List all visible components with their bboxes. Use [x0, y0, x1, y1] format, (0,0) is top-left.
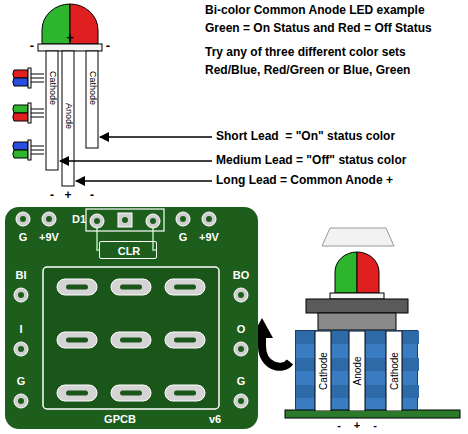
polarity-sign: + — [64, 189, 71, 202]
resistor-footprint: CLR — [99, 241, 157, 259]
polarity-sign: - — [50, 189, 54, 202]
note-text: Red/Blue, Red/Green or Blue, Green — [205, 64, 410, 77]
pcb-label: D1 — [72, 213, 86, 225]
callout-arrows — [60, 137, 212, 181]
lead-name: Anode — [352, 357, 363, 386]
pcb-label: I — [19, 323, 22, 335]
polarity-sign: - — [373, 419, 377, 431]
lead-name: Cathode — [389, 352, 400, 390]
pcb-label: +9V — [199, 231, 219, 243]
pcb-label: v6 — [209, 413, 221, 425]
pcb-label: O — [237, 323, 246, 335]
note-text: Bi-color Common Anode LED example — [205, 4, 425, 17]
footswitch-body: Cathode Anode Cathode — [295, 330, 418, 410]
polarity-sign: - — [30, 39, 34, 53]
polarity-sign: + — [354, 419, 360, 431]
polarity-sign: - — [90, 189, 94, 202]
pcb-label: GPCB — [104, 413, 136, 425]
pcb-label: G — [19, 231, 28, 243]
pcb-label: CLR — [118, 245, 141, 257]
pcb-label: G — [179, 231, 188, 243]
lead-name: Cathode — [87, 71, 97, 105]
pcb-label: +9V — [39, 231, 59, 243]
polarity-sign: - — [337, 419, 341, 431]
pcb-label: G — [17, 375, 26, 387]
callout-text: Short Lead = "On" status color — [216, 130, 395, 143]
polarity-sign: - — [106, 39, 110, 53]
lead-name: Cathode — [47, 71, 57, 105]
lead-name: Cathode — [318, 352, 329, 390]
note-text: Green = On Status and Red = Off Status — [205, 22, 432, 35]
callout-text: Medium Lead = "Off" status color — [216, 154, 406, 167]
pcb-label: G — [237, 375, 246, 387]
note-text: Try any of three different color sets — [205, 46, 406, 59]
lead-name: Anode — [63, 103, 73, 129]
bicolor-led — [38, 4, 102, 186]
pcb-board: G +9V D1G +9V BI BO I O G G GPCB v6 CLR — [5, 207, 258, 429]
small-leds — [13, 68, 44, 160]
pcb-label: BO — [233, 269, 250, 281]
pcb-label: BI — [16, 269, 27, 281]
footswitch — [285, 228, 460, 418]
polarity-sign: + — [66, 31, 74, 45]
callout-text: Long Lead = Common Anode + — [216, 174, 393, 187]
